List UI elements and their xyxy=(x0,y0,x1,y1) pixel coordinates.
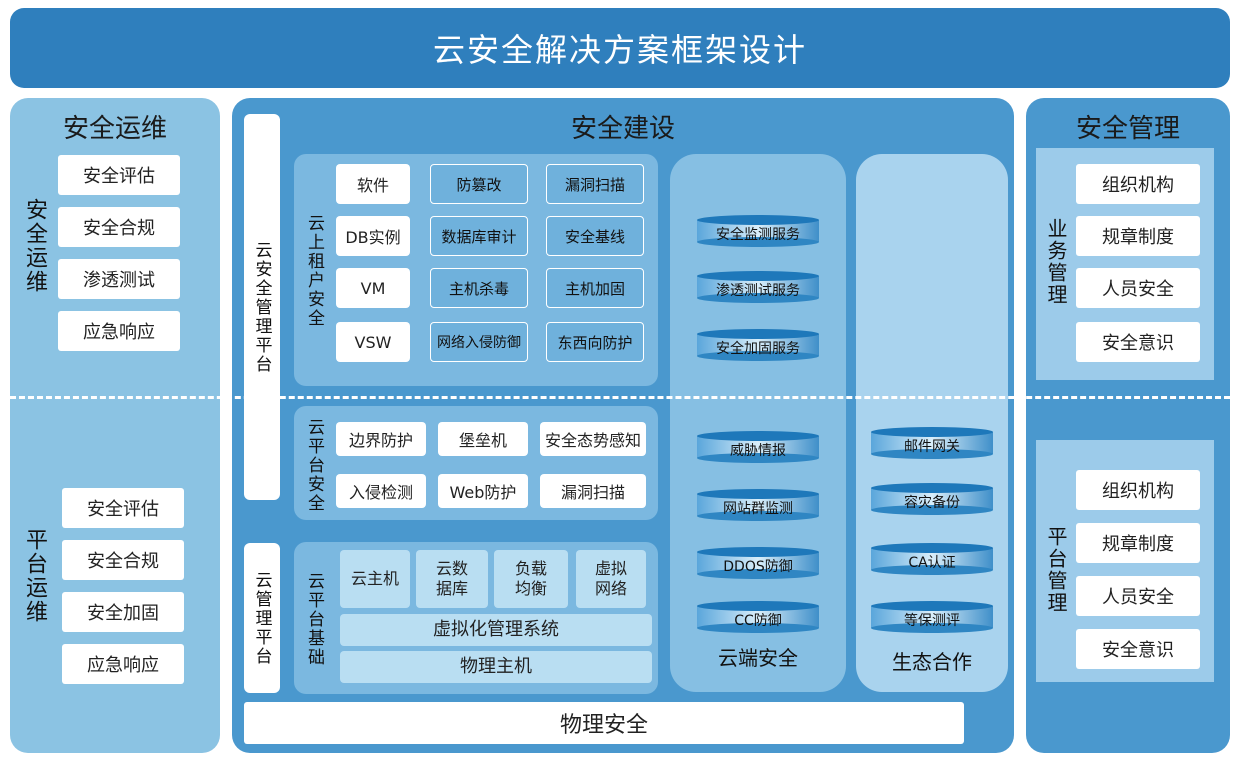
cylinder-service: 安全加固服务 xyxy=(696,328,820,362)
platform-mgmt-item: 规章制度 xyxy=(1076,523,1200,563)
cloud-security-mgmt-platform-label: 云安全管理平台 xyxy=(251,240,272,374)
tenant-control: 主机加固 xyxy=(546,268,644,308)
cylinder-service: CA认证 xyxy=(870,542,994,576)
cloud-end-security-label: 云端安全 xyxy=(718,646,798,670)
service-label: 等保测评 xyxy=(904,613,960,629)
platform-security-item: 边界防护 xyxy=(336,422,426,456)
service-label: 容灾备份 xyxy=(904,495,960,511)
platform-security-item: 安全态势感知 xyxy=(540,422,646,456)
cylinder-service: 网站群监测 xyxy=(696,488,820,522)
tenant-security-label: 云上租户安全 xyxy=(304,214,324,328)
service-label: 渗透测试服务 xyxy=(716,283,800,299)
platform-base-item: 负载 均衡 xyxy=(494,550,568,608)
tenant-asset: VSW xyxy=(336,322,410,362)
cylinder-icon xyxy=(871,483,993,515)
management-heading: 安全管理 xyxy=(1075,114,1180,144)
ops-bottom-item: 安全评估 xyxy=(62,488,184,528)
ops-top-item: 应急响应 xyxy=(58,311,180,351)
service-label: CC防御 xyxy=(734,613,782,629)
platform-mgmt-item: 组织机构 xyxy=(1076,470,1200,510)
cylinder-icon xyxy=(697,489,819,521)
cylinder-service: CC防御 xyxy=(696,600,820,634)
tenant-control: 安全基线 xyxy=(546,216,644,256)
cylinder-icon xyxy=(697,431,819,463)
cylinder-icon xyxy=(697,271,819,303)
cylinder-service: DDOS防御 xyxy=(696,546,820,580)
cylinder-icon xyxy=(697,215,819,247)
service-label: 网站群监测 xyxy=(723,501,793,517)
platform-base-label: 云平台基础 xyxy=(304,572,324,667)
service-label: DDOS防御 xyxy=(723,559,793,575)
cylinder-service: 容灾备份 xyxy=(870,482,994,516)
cylinder-icon xyxy=(871,427,993,459)
ops-top-item: 安全合规 xyxy=(58,207,180,247)
service-label: 安全监测服务 xyxy=(716,227,800,243)
tenant-asset: 软件 xyxy=(336,164,410,204)
tenant-control: 防篡改 xyxy=(430,164,528,204)
tenant-control: 网络入侵防御 xyxy=(430,322,528,362)
cylinder-service: 渗透测试服务 xyxy=(696,270,820,304)
tenant-control: 东西向防护 xyxy=(546,322,644,362)
platform-mgmt-label: 平台管理 xyxy=(1044,526,1068,614)
platform-base-item: 云数 据库 xyxy=(416,550,488,608)
business-mgmt-label: 业务管理 xyxy=(1044,218,1068,306)
cylinder-service: 安全监测服务 xyxy=(696,214,820,248)
platform-mgmt-item: 人员安全 xyxy=(1076,576,1200,616)
business-mgmt-item: 人员安全 xyxy=(1076,268,1200,308)
cylinder-icon xyxy=(697,329,819,361)
platform-security-item: 漏洞扫描 xyxy=(540,474,646,508)
service-label: 邮件网关 xyxy=(904,439,960,455)
business-mgmt-item: 规章制度 xyxy=(1076,216,1200,256)
ops-top-item: 渗透测试 xyxy=(58,259,180,299)
page-title: 云安全解决方案框架设计 xyxy=(10,8,1230,88)
cloud-security-mgmt-platform: 云安全管理平台 xyxy=(244,114,280,500)
cloud-mgmt-platform-label: 云管理平台 xyxy=(251,570,272,666)
platform-security-item: Web防护 xyxy=(438,474,528,508)
platform-base-item: 云主机 xyxy=(340,550,410,608)
service-label: CA认证 xyxy=(908,555,956,571)
ops-bottom-item: 应急响应 xyxy=(62,644,184,684)
platform-security-label: 云平台安全 xyxy=(304,418,324,513)
platform-security-item: 入侵检测 xyxy=(336,474,426,508)
cylinder-icon xyxy=(871,601,993,633)
ops-heading: 安全运维 xyxy=(62,114,167,144)
platform-mgmt-item: 安全意识 xyxy=(1076,629,1200,669)
cylinder-service: 威胁情报 xyxy=(696,430,820,464)
service-label: 安全加固服务 xyxy=(716,341,800,357)
layer-divider xyxy=(10,396,1230,399)
tenant-control: 主机杀毒 xyxy=(430,268,528,308)
ops-top-label: 安全运维 xyxy=(22,198,47,294)
cylinder-icon xyxy=(697,547,819,579)
cylinder-icon xyxy=(871,543,993,575)
tenant-control: 漏洞扫描 xyxy=(546,164,644,204)
tenant-asset: DB实例 xyxy=(336,216,410,256)
platform-security-item: 堡垒机 xyxy=(438,422,528,456)
business-mgmt-item: 组织机构 xyxy=(1076,164,1200,204)
service-label: 威胁情报 xyxy=(730,443,786,459)
ops-bottom-label: 平台运维 xyxy=(22,528,47,624)
ops-bottom-item: 安全合规 xyxy=(62,540,184,580)
cylinder-service: 等保测评 xyxy=(870,600,994,634)
virtualization-mgmt-system: 虚拟化管理系统 xyxy=(340,614,652,646)
ecosystem-label: 生态合作 xyxy=(892,650,972,674)
business-mgmt-item: 安全意识 xyxy=(1076,322,1200,362)
cylinder-service: 邮件网关 xyxy=(870,426,994,460)
build-heading: 安全建设 xyxy=(570,114,675,144)
physical-host: 物理主机 xyxy=(340,651,652,683)
ops-bottom-item: 安全加固 xyxy=(62,592,184,632)
tenant-asset: VM xyxy=(336,268,410,308)
cloud-mgmt-platform: 云管理平台 xyxy=(244,543,280,693)
tenant-control: 数据库审计 xyxy=(430,216,528,256)
platform-base-item: 虚拟 网络 xyxy=(576,550,646,608)
physical-security: 物理安全 xyxy=(244,702,964,744)
ops-top-item: 安全评估 xyxy=(58,155,180,195)
cylinder-icon xyxy=(697,601,819,633)
